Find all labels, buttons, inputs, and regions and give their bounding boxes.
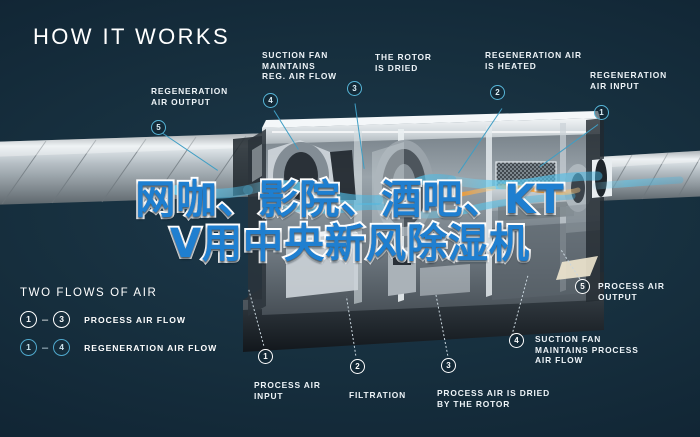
legend-badge-from: 1 xyxy=(20,339,37,356)
legend-row-process-air-flow[interactable]: 1 – 3 PROCESS AIR FLOW xyxy=(20,311,217,328)
callout-badge-rotor-is-dried[interactable]: 3 xyxy=(347,81,362,96)
callout-badge-regeneration-air-heated[interactable]: 2 xyxy=(490,85,505,100)
airflow-streams xyxy=(162,171,684,219)
callout-label-rotor-is-dried: THE ROTOR IS DRIED xyxy=(375,52,432,73)
callout-label-filtration: FILTRATION xyxy=(349,390,407,400)
legend-badge-to: 4 xyxy=(53,339,71,356)
callout-label-suction-fan-process: SUCTION FAN MAINTAINS PROCESS AIR FLOW xyxy=(535,334,639,365)
callout-badge-regeneration-air-output[interactable]: 5 xyxy=(151,120,166,135)
callout-badge-process-air-output[interactable]: 5 xyxy=(575,279,590,294)
callout-badge-process-air-input[interactable]: 1 xyxy=(258,349,273,364)
callout-badge-suction-fan-process[interactable]: 4 xyxy=(509,333,524,348)
callout-label-regeneration-air-heated: REGENERATION AIR IS HEATED xyxy=(485,50,582,71)
callout-label-suction-fan-reg: SUCTION FAN MAINTAINS REG. AIR FLOW xyxy=(262,50,337,81)
legend-badge-from: 1 xyxy=(20,311,37,328)
legend-label: PROCESS AIR FLOW xyxy=(84,314,186,325)
legend-dash: – xyxy=(42,313,49,326)
legend-title: TWO FLOWS OF AIR xyxy=(20,287,158,299)
legend-dash: – xyxy=(42,341,49,354)
callout-badge-filtration[interactable]: 2 xyxy=(350,359,365,374)
callout-badge-regeneration-air-input[interactable]: 1 xyxy=(594,105,609,120)
page-title: HOW IT WORKS xyxy=(33,24,231,49)
legend: TWO FLOWS OF AIR 1 – 3 PROCESS AIR FLOW … xyxy=(20,287,217,367)
callout-badge-process-air-dried[interactable]: 3 xyxy=(441,358,456,373)
callout-label-process-air-input: PROCESS AIR INPUT xyxy=(254,380,321,401)
callout-label-process-air-output: PROCESS AIR OUTPUT xyxy=(598,281,665,302)
callout-label-process-air-dried: PROCESS AIR IS DRIED BY THE ROTOR xyxy=(437,388,551,409)
callout-badge-suction-fan-reg[interactable]: 4 xyxy=(263,93,278,108)
legend-row-regeneration-air-flow[interactable]: 1 – 4 REGENERATION AIR FLOW xyxy=(20,339,217,356)
legend-badge-to: 3 xyxy=(53,311,71,328)
callout-label-regeneration-air-output: REGENERATION AIR OUTPUT xyxy=(151,86,229,107)
legend-label: REGENERATION AIR FLOW xyxy=(84,342,218,353)
callout-label-regeneration-air-input: REGENERATION AIR INPUT xyxy=(590,70,668,91)
